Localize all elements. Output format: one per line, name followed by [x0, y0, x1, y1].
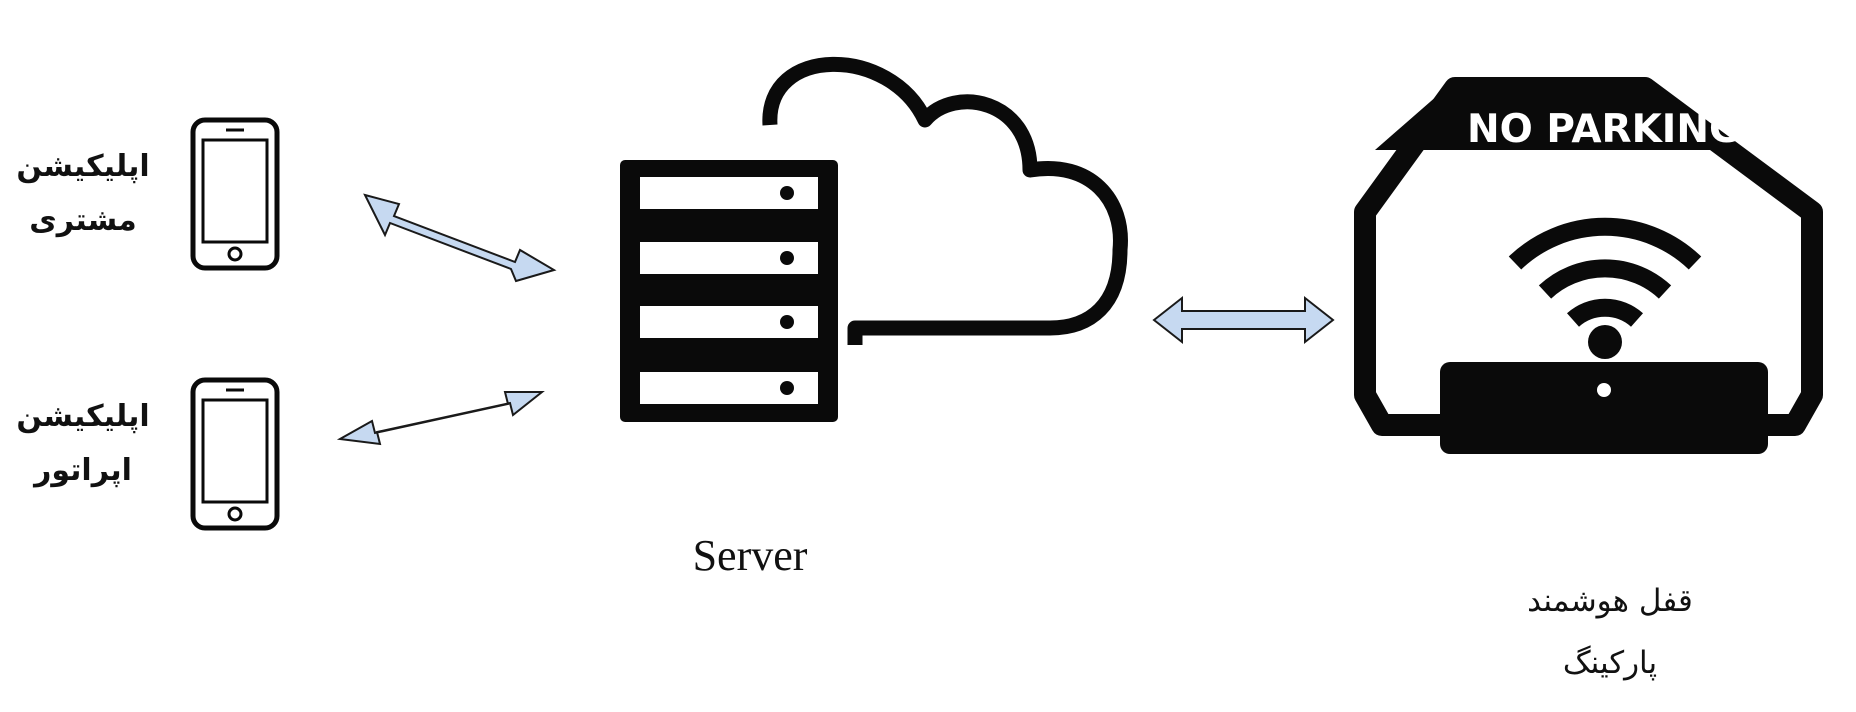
smart-lock-label-line2: پارکینگ	[1562, 645, 1658, 681]
server-label: Server	[692, 531, 808, 580]
wifi-dot	[1588, 325, 1622, 359]
server-rack-icon	[620, 160, 838, 422]
wifi-icon	[1508, 217, 1702, 327]
customer-app-label: اپلیکیشن مشتری	[8, 140, 158, 248]
operator-smartphone-icon	[190, 377, 280, 531]
smart-lock-label: قفل هوشمند پارکینگ	[1420, 570, 1800, 694]
smart-lock-label-line1: قفل هوشمند	[1527, 583, 1693, 619]
arrow-operator-server	[336, 391, 545, 446]
customer-app-label-line1: اپلیکیشن	[16, 149, 150, 184]
smart-parking-lock-icon: NO PARKING	[1354, 77, 1823, 454]
operator-app-label-line2: اپراتور	[34, 453, 132, 488]
arrow-server-lock	[1152, 295, 1335, 345]
customer-smartphone-icon	[190, 117, 280, 271]
cloud-icon	[762, 56, 1128, 345]
arrow-customer-server	[363, 193, 557, 283]
no-parking-sign-text: NO PARKING	[1467, 107, 1741, 152]
operator-app-label: اپلیکیشن اپراتور	[8, 390, 158, 498]
operator-app-label-line1: اپلیکیشن	[16, 399, 150, 434]
customer-app-label-line2: مشتری	[29, 203, 137, 238]
